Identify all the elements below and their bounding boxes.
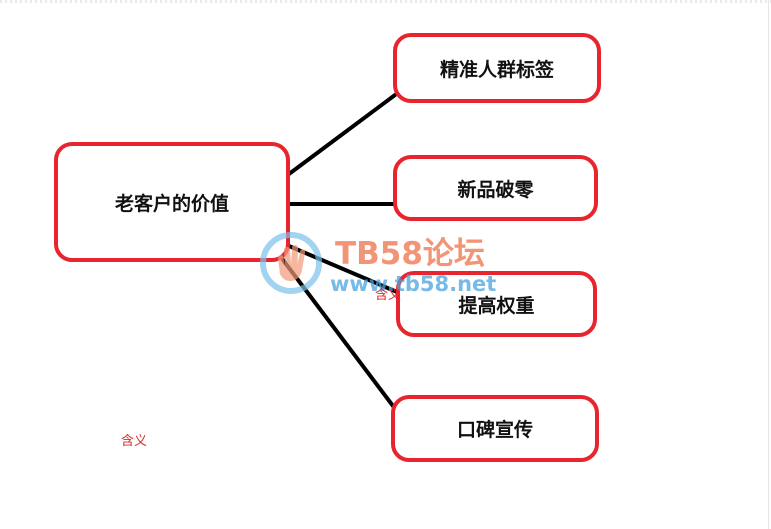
center-node-label: 老客户的价值 — [114, 192, 229, 215]
branch-node-1-label: 精准人群标签 — [439, 58, 554, 81]
center-node: 老客户的价值 — [54, 142, 290, 262]
right-border — [768, 0, 769, 529]
branch-node-1: 精准人群标签 — [393, 33, 601, 103]
branch-node-3: 提高权重 — [396, 271, 597, 337]
connector-to-branch-1 — [287, 93, 397, 176]
branch-node-2-label: 新品破零 — [457, 178, 534, 201]
top-border — [0, 0, 771, 3]
annotation-label-2: 含义 — [121, 434, 148, 449]
branch-node-3-label: 提高权重 — [458, 294, 535, 317]
branch-node-2: 新品破零 — [393, 155, 598, 221]
branch-node-4: 口碑宣传 — [391, 395, 599, 462]
branch-node-4-label: 口碑宣传 — [456, 419, 533, 441]
annotation-label-1: 含义 — [375, 288, 402, 303]
